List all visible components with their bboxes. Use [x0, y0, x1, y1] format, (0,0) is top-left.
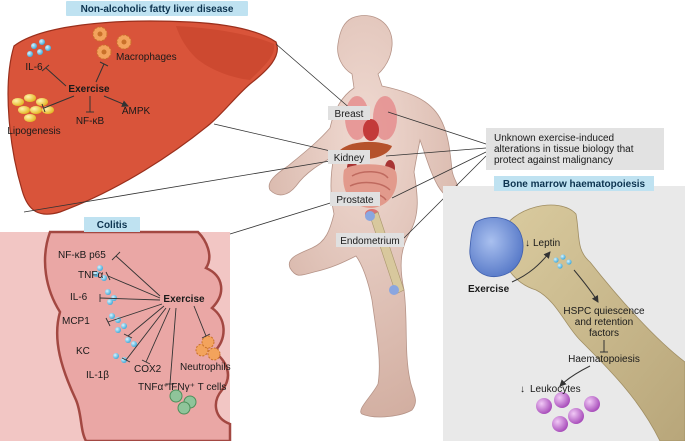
bone-leptin-label: Leptin — [533, 238, 560, 249]
bone-down-arrow-leptin: ↓ — [525, 238, 530, 249]
organ-labels: Breast Kidney Prostate Endometrium — [328, 106, 404, 247]
colitis-tcells-label: TNFα⁺IFNγ⁺ T cells — [138, 382, 226, 393]
colitis-cox2-label: COX2 — [134, 364, 162, 375]
prostate-label: Prostate — [336, 195, 374, 206]
bone-hspc-line-3: factors — [589, 328, 619, 339]
colitis-tnfa-label: TNFα — [78, 270, 103, 281]
nafld-lipogenesis-label: Lipogenesis — [7, 126, 60, 137]
bone-down-arrow-leukocytes: ↓ — [520, 384, 525, 395]
bone-hspc-line-2: and retention — [575, 317, 633, 328]
colitis-inhibition-lines — [99, 251, 211, 385]
endometrium-label: Endometrium — [340, 236, 399, 247]
colitis-title-box — [84, 217, 140, 232]
leptin-dots — [553, 254, 572, 269]
breast-label: Breast — [335, 109, 364, 120]
nafld-title-box — [66, 1, 248, 16]
bone-exercise-label: Exercise — [468, 284, 510, 295]
colitis-il1b-label: IL-1β — [86, 370, 109, 381]
nafld-il6-label: IL-6 — [25, 62, 43, 73]
neutrophil-icons — [195, 335, 221, 361]
il6-dots — [27, 39, 51, 57]
leukocyte-cells — [536, 392, 600, 432]
unknown-line-2: alterations in tissue biology that — [494, 144, 634, 155]
t-cell-icons — [169, 389, 197, 415]
kidney-label: Kidney — [334, 153, 365, 164]
colitis-panel: Colitis NF-κB p65 TNFα IL-6 MCP1 KC IL-1… — [0, 217, 232, 441]
bone-title: Bone marrow haematopoiesis — [503, 179, 646, 190]
colitis-blue-dots — [93, 265, 137, 363]
bone-arrows — [511, 251, 608, 387]
bone-leukocytes-label: Leukocytes — [530, 384, 581, 395]
colitis-nfkb-label: NF-κB p65 — [58, 250, 106, 261]
nafld-macrophages-label: Macrophages — [116, 52, 177, 63]
nafld-panel: Non-alcoholic fatty liver disease — [7, 1, 278, 215]
nafld-nfkb-label: NF-κB — [76, 116, 105, 127]
colitis-title: Colitis — [97, 220, 128, 231]
nafld-arrows — [41, 61, 129, 113]
colitis-exercise-label: Exercise — [163, 294, 205, 305]
nafld-title: Non-alcoholic fatty liver disease — [81, 4, 234, 15]
colitis-kc-label: KC — [76, 346, 90, 357]
human-figure — [268, 15, 460, 418]
bone-hspc-line-1: HSPC quiescence — [563, 306, 645, 317]
nafld-exercise-label: Exercise — [68, 84, 110, 95]
unknown-line-3: protect against malignancy — [494, 155, 613, 166]
nafld-ampk-label: AMPK — [122, 106, 151, 117]
bone-marrow-panel: Bone marrow haematopoiesis ↓ Leptin Exer… — [443, 176, 685, 441]
colitis-neutrophils-label: Neutrophils — [180, 362, 231, 373]
unknown-alterations-box: Unknown exercise-induced alterations in … — [486, 128, 664, 170]
bone-title-box — [494, 176, 654, 191]
unknown-line-1: Unknown exercise-induced — [494, 133, 614, 144]
colitis-il6-label: IL-6 — [70, 292, 88, 303]
bone-haematopoiesis-label: Haematopoiesis — [568, 354, 640, 365]
macrophage-icons — [92, 26, 132, 60]
colitis-mcp1-label: MCP1 — [62, 316, 90, 327]
